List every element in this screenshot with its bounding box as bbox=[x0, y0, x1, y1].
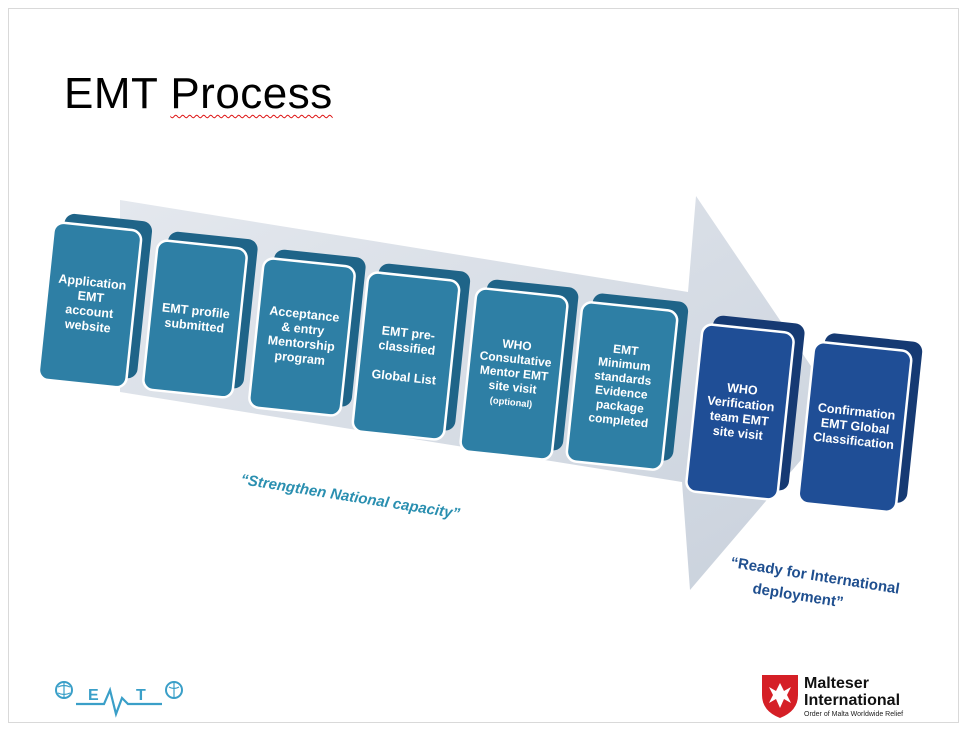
malteser-subtitle: Order of Malta Worldwide Relief bbox=[804, 711, 904, 718]
process-step-label-line: website bbox=[63, 317, 111, 336]
process-step-box bbox=[248, 257, 356, 417]
process-step-label-line: WHO bbox=[726, 381, 758, 398]
process-step-box bbox=[142, 239, 248, 399]
process-step-label-line: site visit bbox=[488, 378, 537, 397]
process-step-label-line: Minimum bbox=[597, 354, 651, 373]
process-step-box bbox=[565, 301, 679, 471]
process-step-label-line: (optional) bbox=[489, 395, 532, 409]
process-step-label-line: classified bbox=[378, 338, 436, 358]
malteser-line2: International bbox=[804, 692, 901, 709]
process-step-label-line: submitted bbox=[164, 316, 225, 336]
malteser-line1: Malteser bbox=[804, 675, 869, 692]
process-step-label-line: & entry bbox=[281, 320, 325, 338]
process-step-box bbox=[797, 341, 913, 513]
process-step-box bbox=[37, 221, 143, 389]
process-step-6: EMTMinimumstandardsEvidencepackagecomple… bbox=[565, 293, 689, 471]
emt-logo: E M T bbox=[50, 672, 190, 718]
process-step-label-line: Evidence bbox=[594, 382, 648, 401]
process-step-box bbox=[351, 271, 461, 441]
process-step-label-line: completed bbox=[588, 410, 649, 430]
process-step-label-line: account bbox=[65, 302, 115, 321]
title-word-process: Process bbox=[170, 69, 333, 118]
process-step-label-line: Global List bbox=[371, 367, 438, 388]
process-step-label-line: WHO bbox=[502, 336, 533, 353]
process-step-label-line: EMT pre- bbox=[381, 323, 436, 343]
quote-national: “Strengthen National capacity” bbox=[239, 471, 461, 523]
emt-logo-letter-t: T bbox=[136, 687, 146, 704]
title-word-emt: EMT bbox=[64, 69, 158, 118]
process-step-box bbox=[685, 323, 795, 501]
malteser-name: Malteser International bbox=[804, 675, 900, 709]
slide-title: EMT Process bbox=[64, 72, 333, 116]
process-step-label-line: EMT bbox=[77, 289, 105, 306]
process-step-label-line: site visit bbox=[712, 424, 764, 443]
heartbeat-icon bbox=[76, 686, 162, 718]
who-emblem-icon bbox=[165, 681, 183, 699]
process-step-label-line: EMT bbox=[612, 342, 639, 359]
emt-logo-letter-e: E bbox=[88, 687, 99, 704]
process-step-label-line: program bbox=[274, 349, 326, 368]
process-step-label-line: standards bbox=[594, 368, 653, 388]
process-step-label-line: package bbox=[595, 397, 645, 416]
slide-border bbox=[8, 8, 959, 723]
process-step-box bbox=[459, 287, 569, 461]
process-step-label-line: team EMT bbox=[709, 409, 770, 429]
malteser-logo: Malteser International Order of Malta Wo… bbox=[760, 673, 930, 723]
maltese-cross-icon bbox=[769, 683, 791, 708]
